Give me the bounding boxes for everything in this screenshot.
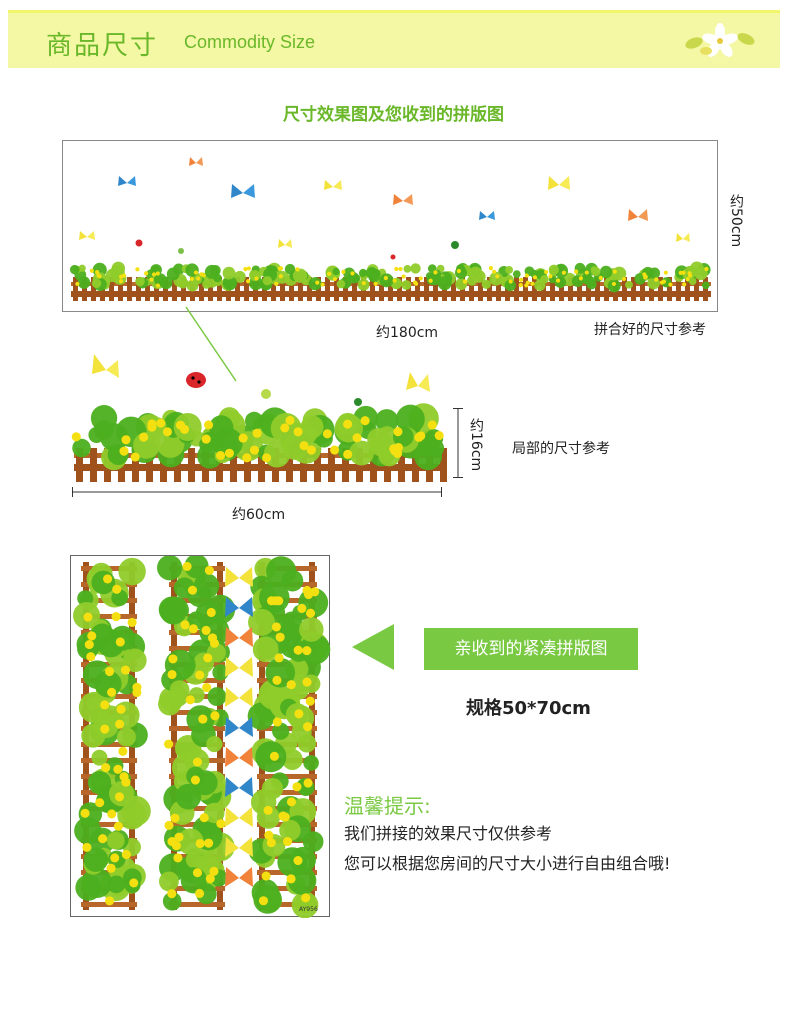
header-title: 商品尺寸 xyxy=(46,31,159,61)
tips-title: 温馨提示: xyxy=(344,794,431,818)
butterflies-group xyxy=(79,157,690,248)
flower-decoration-icon xyxy=(685,23,755,57)
sheet-badge: 亲收到的紧凑拼版图 xyxy=(424,628,638,670)
detail-width-dimension-line xyxy=(72,487,442,497)
sheet-code: AY956 xyxy=(299,906,318,913)
sticker-sheet-illustration: AY956 xyxy=(73,556,331,918)
detail-width-label: 约60cm xyxy=(232,507,286,523)
top-width-label: 约180cm xyxy=(376,325,439,341)
header-band: 商品尺寸 Commodity Size xyxy=(8,10,780,68)
top-height-label: 约50cm xyxy=(728,194,744,248)
assembled-preview-illustration xyxy=(69,157,711,301)
arrow-left-icon xyxy=(352,624,394,670)
pointer-line xyxy=(185,306,237,382)
detail-height-label: 约16cm xyxy=(468,418,484,472)
detail-strip-illustration xyxy=(71,354,447,482)
assembled-preview-frame xyxy=(62,140,718,312)
sheet-spec: 规格50*70cm xyxy=(466,698,591,719)
detail-height-dimension-line xyxy=(453,408,463,478)
tips-line-2: 您可以根据您房间的尺寸大小进行自由组合哦! xyxy=(344,854,671,873)
tips-line-1: 我们拼接的效果尺寸仅供参考 xyxy=(344,824,553,843)
sticker-sheet: AY956 xyxy=(70,555,331,918)
top-caption: 拼合好的尺寸参考 xyxy=(594,322,706,338)
header-subtitle: Commodity Size xyxy=(184,32,316,52)
section-title: 尺寸效果图及您收到的拼版图 xyxy=(283,105,504,125)
detail-caption: 局部的尺寸参考 xyxy=(512,441,610,457)
